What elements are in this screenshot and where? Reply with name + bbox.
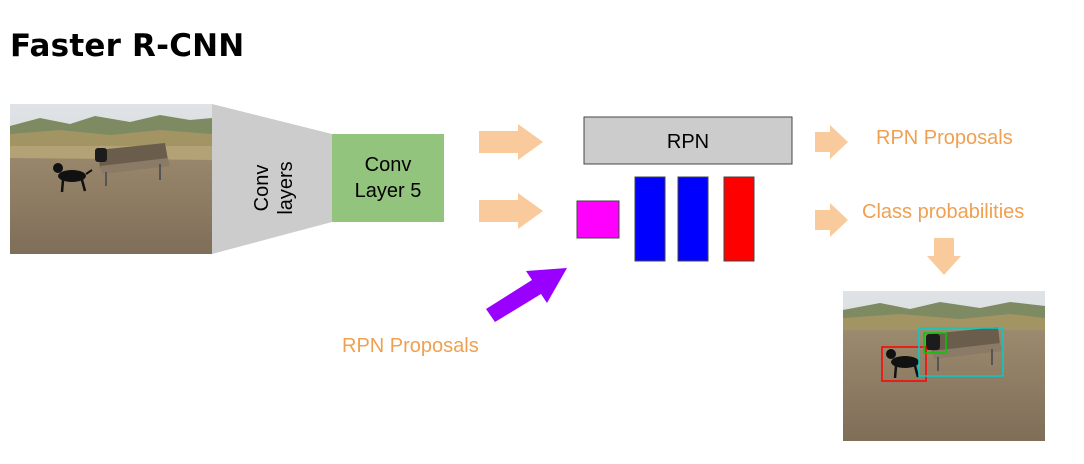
- flow-arrow-to-rpn: [479, 124, 543, 160]
- detection-box-backpack: [923, 332, 947, 354]
- input-photo: [10, 104, 212, 254]
- conv-layer5-box: [332, 134, 444, 222]
- rpn-box-label: RPN: [667, 131, 709, 153]
- fc-layer-1: [634, 176, 666, 262]
- output-layer: [723, 176, 755, 262]
- conv-layers-label-line2: layers: [275, 161, 297, 214]
- roi-pooling-square: [576, 200, 620, 239]
- page-title: Faster R-CNN: [10, 28, 245, 64]
- flow-arrow-to-roi: [479, 193, 543, 229]
- output-arrow-rpn-proposals: [815, 125, 848, 159]
- fc-layer-2: [677, 176, 709, 262]
- output-arrow-class-probabilities: [815, 203, 848, 237]
- rpn-proposals-input-arrow: [486, 268, 567, 322]
- conv-layers-label-line1: Conv: [251, 165, 273, 212]
- output-photo: [843, 291, 1045, 441]
- rpn-proposals-input-label: RPN Proposals: [342, 335, 479, 357]
- rpn-proposals-output-label: RPN Proposals: [876, 127, 1013, 149]
- detection-box-bench: [918, 327, 1004, 377]
- conv-layer5-label-line1: Conv: [365, 154, 412, 176]
- rpn-box: [583, 116, 793, 165]
- conv-layer5-label-line2: Layer 5: [355, 180, 422, 202]
- down-arrow-to-result: [927, 238, 961, 275]
- class-probabilities-label: Class probabilities: [862, 201, 1025, 223]
- detection-box-dog: [881, 346, 927, 382]
- conv-layers-funnel: [212, 104, 332, 254]
